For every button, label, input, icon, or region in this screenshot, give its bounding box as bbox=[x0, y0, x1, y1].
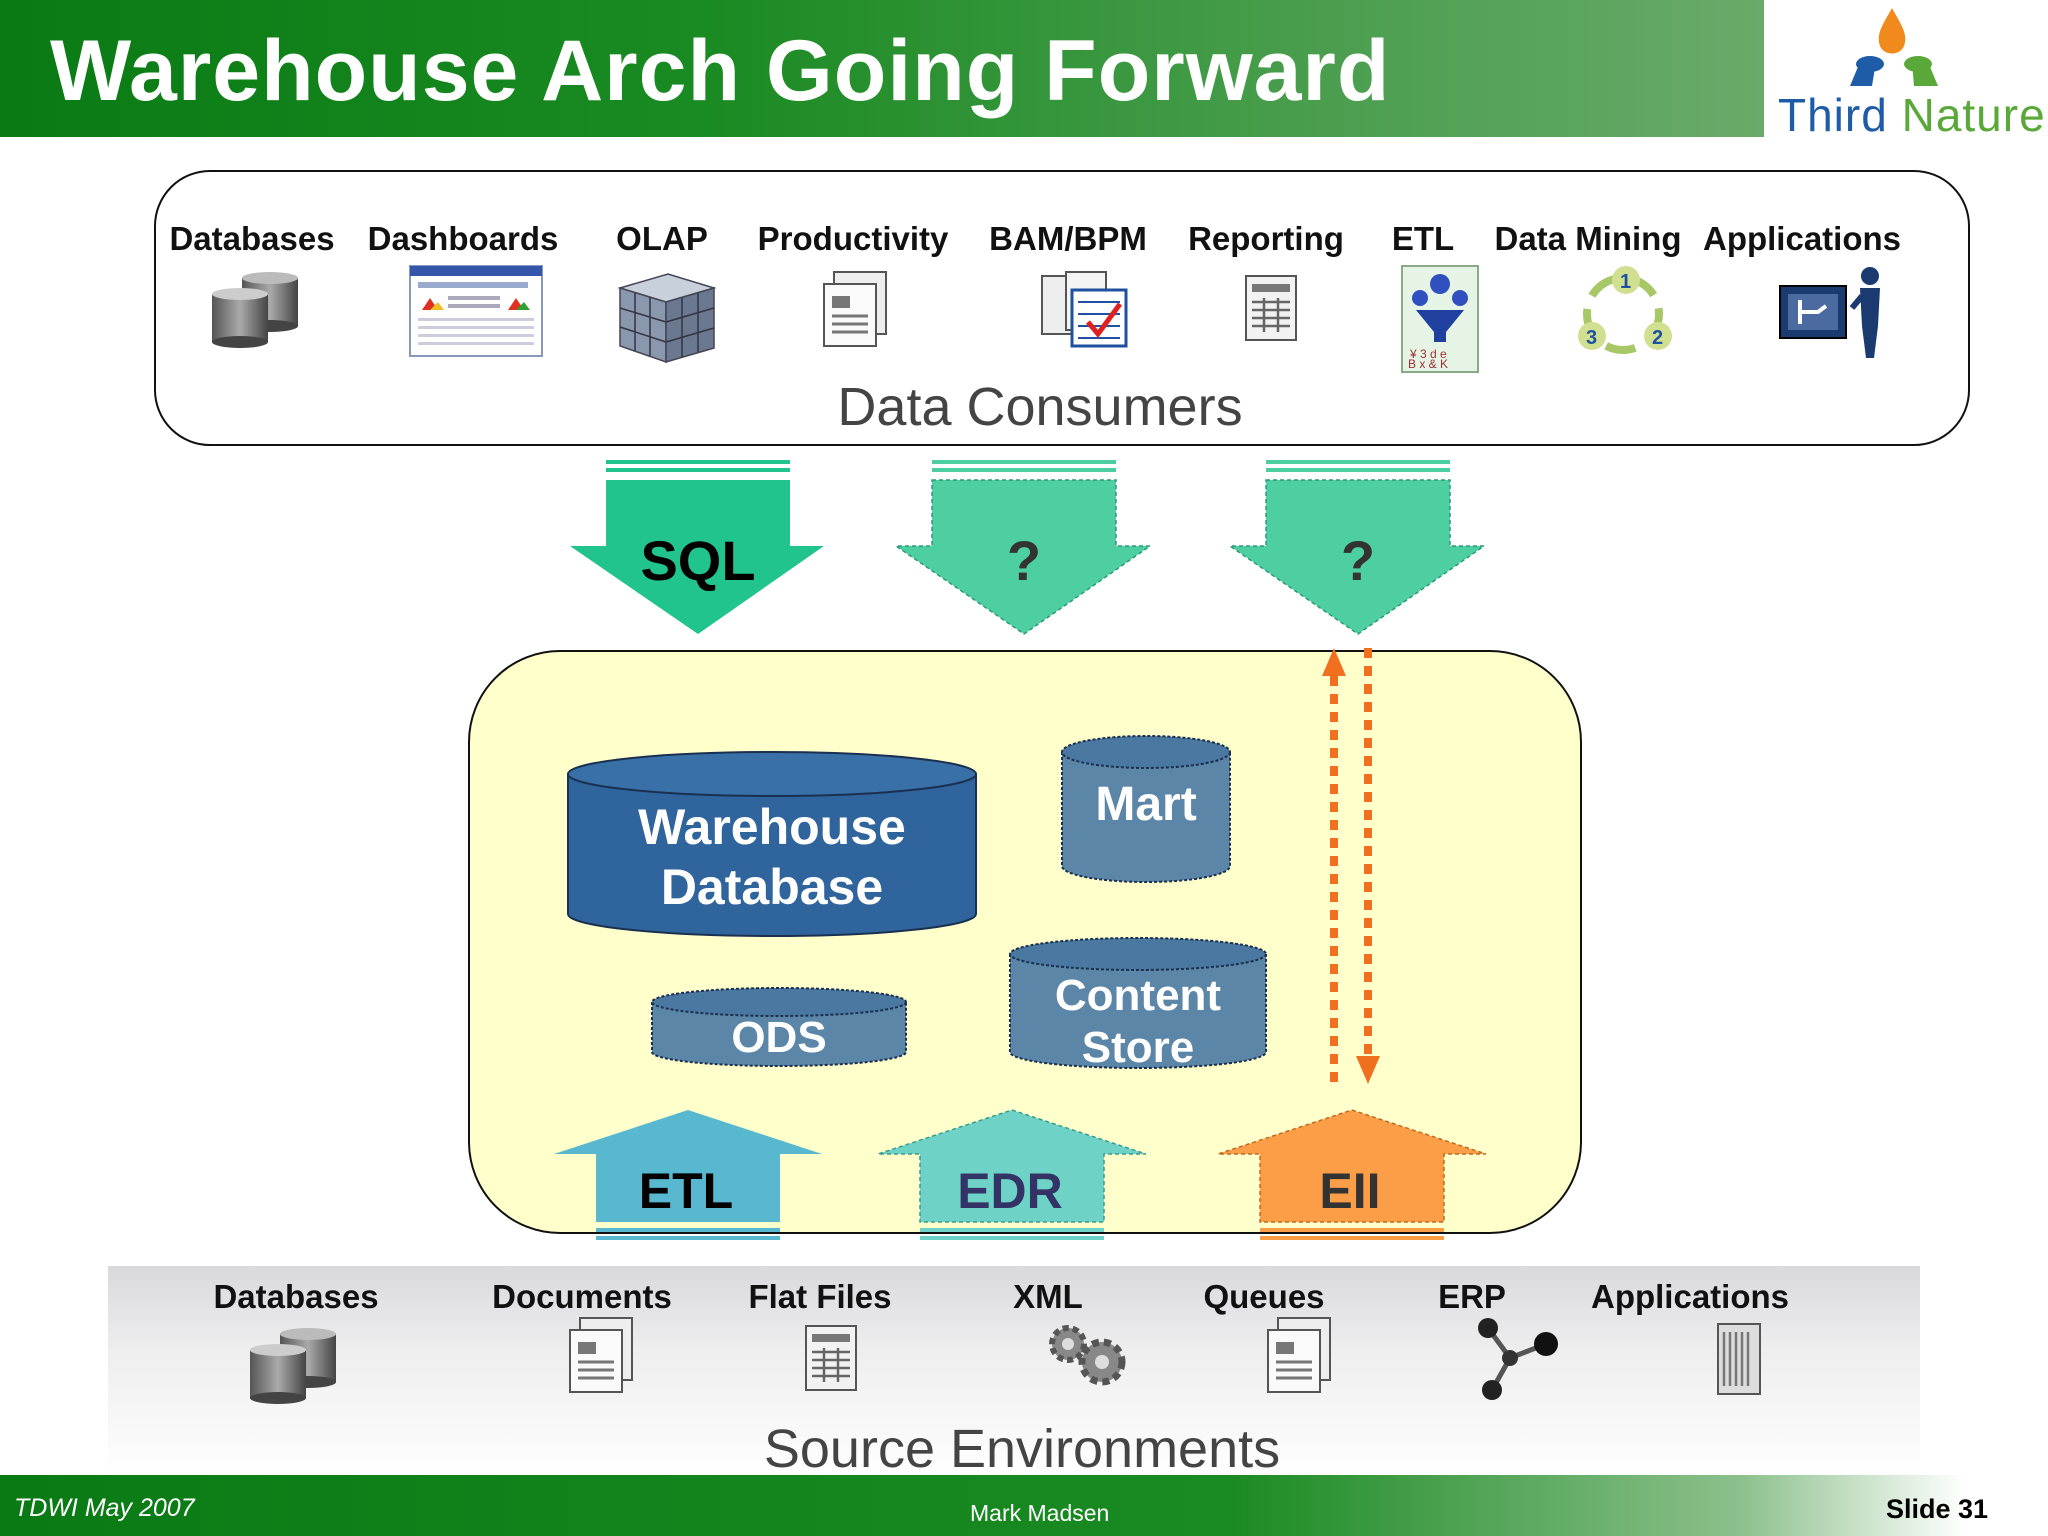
database-icon bbox=[212, 272, 298, 348]
database-icon bbox=[250, 1328, 336, 1404]
question-arrow-1-label: ? bbox=[1007, 529, 1041, 592]
ods-cylinder: ODS bbox=[651, 987, 907, 1067]
footer-bar bbox=[0, 1475, 2048, 1536]
etl-up-arrow: ETL bbox=[554, 1110, 822, 1240]
consumer-label-applications: Applications bbox=[1702, 220, 1902, 257]
consumer-label-bam-bpm: BAM/BPM bbox=[989, 220, 1147, 257]
consumer-label-productivity: Productivity bbox=[757, 220, 949, 257]
ods-label: ODS bbox=[731, 1013, 826, 1062]
warehouse-label-line1: Warehouse bbox=[638, 799, 906, 855]
network-icon bbox=[1478, 1318, 1558, 1400]
data-consumers-label: Data Consumers bbox=[837, 377, 1243, 437]
consumer-label-etl: ETL bbox=[1391, 220, 1455, 257]
warehouse-label-line2: Database bbox=[661, 859, 883, 915]
content-store-label-line2: Store bbox=[1082, 1023, 1194, 1072]
footer-event: TDWI May 2007 bbox=[14, 1494, 195, 1522]
footer-author: Mark Madsen bbox=[970, 1500, 1110, 1526]
consumer-label-reporting: Reporting bbox=[1188, 220, 1344, 257]
etl-arrow-label: ETL bbox=[639, 1163, 733, 1219]
svg-text:¥ 3 d e: ¥ 3 d e bbox=[1409, 347, 1447, 361]
question-down-arrow-2: ? bbox=[1227, 460, 1487, 635]
source-label-erp: ERP bbox=[1438, 1278, 1506, 1315]
svg-text:B x & K: B x & K bbox=[1408, 357, 1448, 371]
third-nature-logo: Third Nature bbox=[1764, 0, 2048, 141]
logo-mark-icon bbox=[1850, 8, 1938, 86]
warehouse-database-cylinder: Warehouse Database bbox=[567, 751, 977, 937]
consumer-label-olap: OLAP bbox=[616, 220, 708, 257]
document-icon bbox=[569, 1317, 633, 1393]
source-label-xml: XML bbox=[1013, 1278, 1083, 1315]
checklist-icon bbox=[1041, 271, 1128, 348]
edr-up-arrow: EDR bbox=[877, 1109, 1147, 1240]
source-label-documents: Documents bbox=[492, 1278, 672, 1315]
source-environments-label: Source Environments bbox=[763, 1419, 1281, 1479]
page-title: Warehouse Arch Going Forward bbox=[50, 23, 1391, 119]
application-icon bbox=[1779, 267, 1880, 358]
dashboard-icon bbox=[409, 265, 543, 357]
sql-down-arrow: SQL bbox=[570, 460, 824, 634]
etl-icon: ¥ 3 d e B x & K bbox=[1401, 265, 1479, 373]
svg-text:3: 3 bbox=[1586, 327, 1597, 349]
document-icon bbox=[823, 271, 887, 347]
server-icon bbox=[1717, 1323, 1761, 1395]
eii-dotted-arrows bbox=[1322, 648, 1380, 1084]
olap-cube-icon bbox=[617, 273, 717, 364]
consumer-label-dashboards: Dashboards bbox=[367, 220, 559, 257]
source-label-applications: Applications bbox=[1590, 1278, 1790, 1315]
content-store-label-line1: Content bbox=[1055, 971, 1222, 1020]
mart-label: Mart bbox=[1095, 778, 1196, 831]
logo-word-nature: Nature bbox=[1901, 89, 2046, 141]
svg-text:2: 2 bbox=[1652, 327, 1663, 349]
report-icon bbox=[1245, 275, 1297, 341]
logo-wordmark: Third Nature bbox=[1778, 88, 2046, 142]
eii-up-arrow: EII bbox=[1217, 1109, 1487, 1240]
sql-arrow-label: SQL bbox=[640, 529, 755, 592]
header-bar: Warehouse Arch Going Forward bbox=[0, 0, 1764, 137]
gears-icon bbox=[1049, 1325, 1126, 1386]
flat-file-icon bbox=[805, 1325, 857, 1391]
eii-arrow-label: EII bbox=[1319, 1163, 1380, 1219]
source-label-queues: Queues bbox=[1203, 1278, 1325, 1315]
slide-number: Slide 31 bbox=[1886, 1494, 1989, 1524]
source-environments-panel bbox=[108, 1266, 1920, 1478]
edr-arrow-label: EDR bbox=[957, 1163, 1063, 1219]
question-down-arrow-1: ? bbox=[893, 460, 1153, 635]
mart-cylinder: Mart bbox=[1061, 735, 1231, 883]
consumer-label-data-mining: Data Mining bbox=[1494, 220, 1682, 257]
queue-icon bbox=[1267, 1317, 1331, 1393]
consumer-label-databases: Databases bbox=[169, 220, 335, 257]
cycle-icon: 1 2 3 bbox=[1578, 266, 1672, 354]
svg-text:1: 1 bbox=[1620, 271, 1631, 293]
question-arrow-2-label: ? bbox=[1341, 529, 1375, 592]
source-label-flat-files: Flat Files bbox=[748, 1278, 892, 1315]
logo-word-third: Third bbox=[1778, 89, 1888, 141]
content-store-cylinder: Content Store bbox=[1009, 937, 1267, 1072]
source-label-databases: Databases bbox=[213, 1278, 379, 1315]
